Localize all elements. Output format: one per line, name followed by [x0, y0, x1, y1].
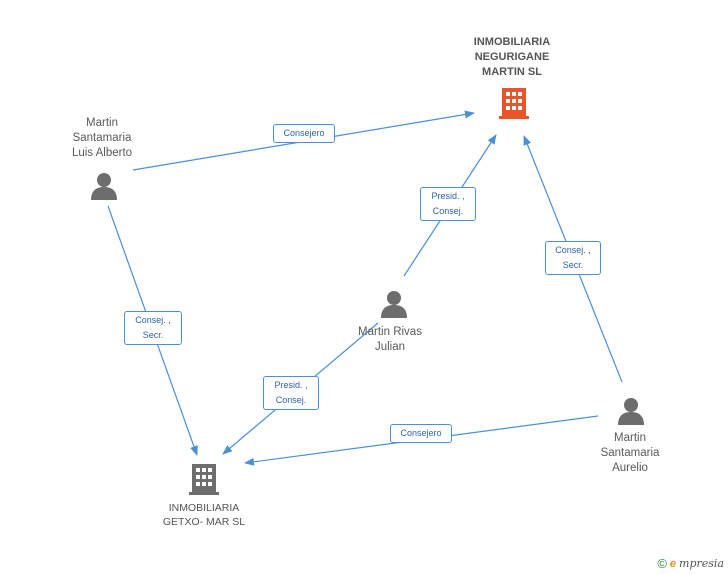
edge-label-julian-negurigane: Presid. , Consej. [420, 187, 476, 221]
building-icon[interactable] [499, 86, 529, 120]
person-icon[interactable] [90, 172, 118, 200]
copyright-icon: © [657, 556, 667, 571]
edge-label-luis-negurigane: Consejero [273, 124, 335, 143]
person-icon[interactable] [617, 397, 645, 425]
building-icon[interactable] [189, 462, 219, 496]
brand-logo-initial: e [669, 557, 677, 570]
edge-label-aurelio-negurigane: Consej. , Secr. [545, 241, 601, 275]
edge-label-luis-getxo: Consej. , Secr. [124, 311, 182, 345]
company-getxo-label: INMOBILIARIA GETXO- MAR SL [162, 502, 246, 528]
edge-label-julian-getxo: Presid. , Consej. [263, 376, 319, 410]
brand-name: mpresia [679, 557, 724, 570]
person-aurelio-label: Martin Santamaria Aurelio [600, 432, 660, 474]
company-negurigane-label: INMOBILIARIA NEGURIGANE MARTIN SL [473, 36, 551, 78]
person-julian-label: Martin Rivas Julian [358, 326, 422, 353]
edge-label-aurelio-getxo: Consejero [390, 424, 452, 443]
person-luis-alberto-label: Martin Santamaria Luis Alberto [71, 117, 133, 159]
person-icon[interactable] [380, 290, 408, 318]
